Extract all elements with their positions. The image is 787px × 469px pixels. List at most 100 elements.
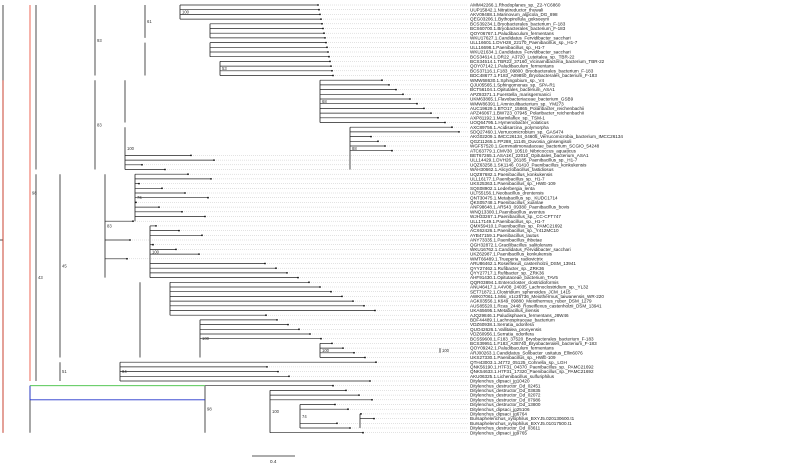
leaf-label: WMT66489.1.Trueperia_radiovictrix <box>470 256 544 261</box>
leaf-label: Ditylenchus_dipsaci_jg9765 <box>470 430 527 435</box>
leaf-label: QGH32872.1.Gracilibacillus_salitolerans <box>470 242 553 247</box>
leaf-label: ANY73335.1.Paenibacillus_ihbetae <box>470 238 542 243</box>
leaf-label: QOY09242.1.Paludibaculum_fermentans <box>470 346 554 351</box>
leaf-label: ULL14429.1.DVH26_26185_Paenibacillus_sp.… <box>470 158 578 163</box>
leaf-tip <box>458 131 460 133</box>
leaf-tip <box>377 140 379 143</box>
leaf-tip <box>276 319 278 321</box>
leaf-tip <box>264 262 266 265</box>
leaf-label: BCS59600.1.F183_37520_Bryobacterales_bac… <box>470 336 594 341</box>
leaf-tip <box>345 389 347 392</box>
support-value: 100 <box>182 10 190 15</box>
leaf-tip <box>336 422 338 425</box>
support-value: 100 <box>322 348 330 353</box>
leaf-tip <box>369 380 371 382</box>
leaf-label: BCS39234.1.Bryobacterales_bacterium_F-18… <box>470 21 566 26</box>
leaf-tip <box>363 304 365 307</box>
leaf-tip <box>320 337 322 340</box>
leaf-tip <box>309 333 311 335</box>
support-value: 98 <box>32 191 37 196</box>
leaf-tip <box>332 384 334 387</box>
leaf-label: Ditylenchus_dipsaci_jg10420 <box>470 379 530 384</box>
leaf-tip <box>204 215 206 218</box>
leaf-label: BCS34514.1.TBR22_37160_Vicinamibacteria_… <box>470 59 605 64</box>
leaf-tip <box>330 290 332 293</box>
leaf-tip <box>138 182 140 185</box>
leaf-label: APZ46067.1.BW723_07945_Polaribacter_reic… <box>470 111 584 116</box>
leaf-label: QNK56190.1.H7F31_04370_Paenibacillus_sp.… <box>470 365 594 370</box>
support-value: 100 <box>442 348 450 353</box>
support-value: 68 <box>322 99 327 104</box>
support-value: 100 <box>127 146 135 151</box>
leaf-label: WMW68630.1.Sphingobium_sp._V4 <box>470 78 544 83</box>
leaf-tip <box>451 126 453 129</box>
leaf-tip <box>158 206 160 209</box>
leaf-tip <box>362 431 364 434</box>
leaf-label: BCS39951.1.F183_A38740_Bryobacterales_ba… <box>470 341 597 346</box>
support-value: 53 <box>222 66 227 71</box>
leaf-label: AGK03556.1.K649_09880_Meiothermus_ruber_… <box>470 299 592 304</box>
leaf-tip <box>141 163 143 166</box>
leaf-label: AJQ29846.1.Paludisphaera_fermentans_J8W4… <box>470 313 569 318</box>
leaf-tip <box>286 272 288 274</box>
leaf-label: QQR03894.1.Enterocloster_clostridioformi… <box>470 280 559 285</box>
leaf-label: WKU21634.1.Candidatus_Fervidibacter_sacc… <box>470 50 571 55</box>
leaf-label: QTH43003.1.J4772_05125_Cohnella_sp._LGH <box>470 360 567 365</box>
leaf-label: QOY07142.1.Paludibaculum_fermentans <box>470 64 554 69</box>
leaf-label: Ditylenchus_destructor_Dd_13800 <box>470 402 541 407</box>
leaf-label: Bursaphelenchus_xylophilus_BXYJ5.0201306… <box>470 416 575 421</box>
leaf-tip <box>373 417 375 420</box>
leaf-tip <box>334 403 336 406</box>
leaf-label: QYY27462.1.Rufibacter_sp._ZRK36 <box>470 266 544 271</box>
leaf-tip <box>213 159 215 162</box>
leaf-label: AKV09488.1.Marinovum_algicola_DG_898 <box>470 12 558 17</box>
leaf-label: WJH33267.1.Paenibacillus_sp._CC-CFT747 <box>470 214 561 219</box>
leaf-label: BCS60700.1.Bryobacterales_bacterium_F-18… <box>470 26 566 31</box>
leaf-tip <box>184 192 186 194</box>
support-value: 45 <box>62 263 67 268</box>
leaf-tip <box>430 112 432 114</box>
leaf-tip <box>329 60 331 63</box>
leaf-tip <box>325 41 327 44</box>
leaf-label: ACX62426.1.Paenibacillus_sp._Y412MC10 <box>470 228 559 233</box>
leaf-tip <box>308 281 310 284</box>
leaf-label: QKS05748.1.Paenibacillus_xuanlae <box>470 200 544 205</box>
leaf-label: QNT30475.1.Metabacillus_sp._KUDC1714 <box>470 195 558 200</box>
leaf-tip <box>190 154 192 157</box>
support-value: 88 <box>352 146 357 151</box>
leaf-label: UKS27330.1.Paenibacillus_sp._HWE-109 <box>470 355 556 360</box>
leaf-label: AHF91430.1.Opitutaceae_bacterium_TAV5 <box>470 275 558 280</box>
leaf-tip <box>297 276 299 279</box>
leaf-label: UKA65695.1.Metabacillus_iliensis <box>470 308 540 313</box>
leaf-label: BCS34614.1.DR22_A3720_Luteitalea_sp._TBR… <box>470 54 575 59</box>
leaf-label: AWK07061.1.Misi_v1c25736_Meiothermus_tai… <box>470 294 604 299</box>
leaf-tip <box>324 37 326 39</box>
leaf-tip <box>161 187 163 190</box>
leaf-tip <box>384 145 386 147</box>
leaf-label: ATC63779.1.CMV30_10510_Nibricoccus_aquat… <box>470 148 577 153</box>
leaf-label: QJU05565.1.Sphingomonas_sp._SPA-R1 <box>470 83 556 88</box>
leaf-tip <box>132 220 134 223</box>
leaf-label: Ditylenchus_dipsaci_jg6764 <box>470 412 527 417</box>
leaf-label: UOQ64795.1.Hymenobacter_volaticus <box>470 120 549 125</box>
leaf-label: ULL16698.1.Paenibacillus_sp._H1-7 <box>470 45 545 50</box>
leaf-tip <box>287 323 289 326</box>
support-value: 51 <box>62 369 67 374</box>
leaf-tip <box>181 210 183 213</box>
leaf-label: WKU17627.1.Candidatus_Fervidibacter_sacc… <box>470 36 571 41</box>
leaf-label: ARU86462.1.Roseiflexus_castenholzii_DSM_… <box>470 261 576 266</box>
support-value: 83 <box>97 122 102 127</box>
leaf-label: Ditylenchus_destructor_Dd_03611 <box>470 426 541 431</box>
leaf-tip <box>364 356 366 359</box>
leaf-label: BCS37116.1.F183_09800_Bryobacterales_bac… <box>470 68 594 73</box>
leaf-label: ULL17149.1.Paenibacillus_sp._H1-7 <box>470 219 545 224</box>
leaf-label: UKM63865.1.Flavobacteriaceae_bacterium_G… <box>470 97 574 102</box>
leaf-tip <box>277 370 279 373</box>
leaf-label: SQS08902.1.Lederbergia_lenta <box>470 186 535 191</box>
leaf-tip <box>391 149 393 152</box>
leaf-label: UKS25363.1.Paenibacillus_sp._HWE-109 <box>470 181 556 186</box>
leaf-tip <box>444 121 446 124</box>
scale-bar-label: 0.4 <box>270 459 277 464</box>
